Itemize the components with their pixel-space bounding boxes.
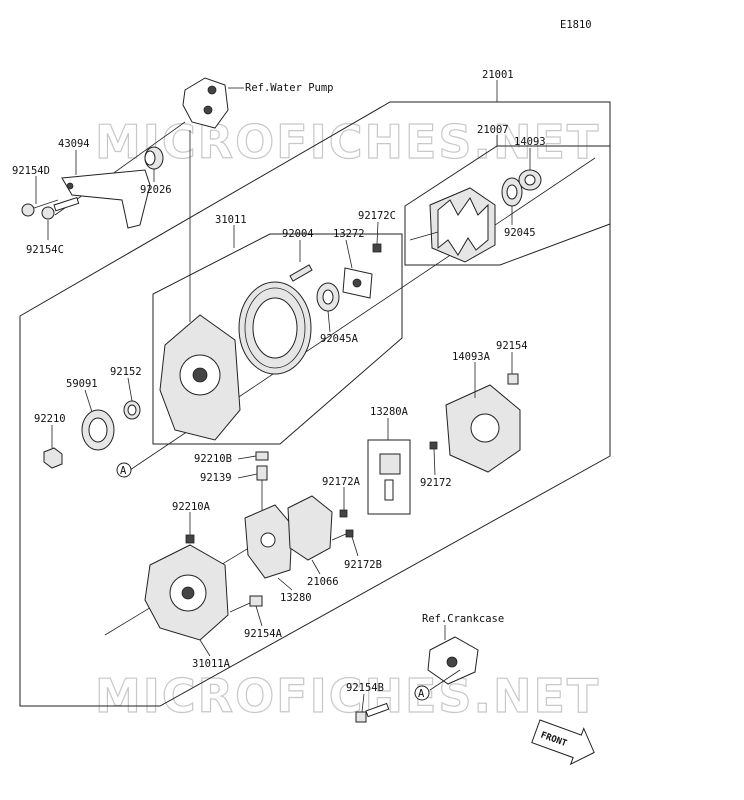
label-92004: 92004 [282, 228, 314, 240]
bracket-43094 [61, 169, 151, 229]
label-31011: 31011 [215, 214, 247, 226]
label-59091: 59091 [66, 378, 98, 390]
front-housing-31011 [159, 314, 241, 441]
diagram-code: E1810 [560, 19, 592, 31]
brush-holder-21066 [287, 495, 333, 561]
collar-92152 [123, 400, 141, 420]
inset-box-13280a [367, 439, 411, 515]
bearing-92045a [316, 282, 340, 312]
stud-92004 [289, 264, 313, 282]
label-92172c: 92172C [358, 210, 396, 222]
label-21001: 21001 [482, 69, 514, 81]
label-21066: 21066 [307, 576, 339, 588]
label-92139: 92139 [200, 472, 232, 484]
bearing-92045 [501, 177, 523, 207]
nut-92210b [255, 451, 269, 461]
label-92210a: 92210A [172, 501, 211, 513]
nut-92210 [43, 447, 63, 469]
label-13272: 13272 [333, 228, 365, 240]
nut-92210a [185, 534, 195, 544]
circle-marker-a-left: A [116, 462, 132, 478]
svg-text:A: A [418, 688, 425, 700]
stator [238, 281, 312, 375]
label-92172a: 92172A [322, 476, 361, 488]
rear-housing-31011a [144, 544, 229, 641]
label-92045: 92045 [504, 227, 536, 239]
watermark-top: MICROFICHES.NET [95, 115, 600, 169]
bolt-92154d [21, 199, 59, 217]
circle-marker-a-bottom: A [414, 685, 430, 701]
assembly-frame-21001 [19, 101, 611, 707]
label-92154a: 92154A [244, 628, 283, 640]
label-43094: 43094 [58, 138, 90, 150]
label-92172b: 92172B [344, 559, 382, 571]
pulley-59091 [81, 409, 115, 451]
bolt-92154b [355, 702, 390, 723]
screw-92172a [339, 509, 348, 518]
leader-marker-crankcase [429, 669, 461, 691]
rectifier-13280 [244, 504, 293, 579]
label-92026: 92026 [140, 184, 172, 196]
label-92154c: 92154C [26, 244, 64, 256]
label-13280a: 13280A [370, 406, 409, 418]
label-14093: 14093 [514, 136, 546, 148]
svg-text:A: A [120, 465, 127, 477]
rear-cover-14093a [445, 384, 521, 473]
screw-92172c [372, 243, 382, 253]
label-14093a: 14093A [452, 351, 491, 363]
insulator-92139 [256, 465, 268, 510]
label-13280: 13280 [280, 592, 312, 604]
label-92154b: 92154B [346, 682, 384, 694]
collar-92026 [144, 146, 164, 170]
bolt-92154c [41, 196, 80, 220]
gasket-13272 [342, 267, 373, 299]
water-pump-ref-part [182, 77, 229, 129]
crankcase-ref-part [427, 636, 479, 685]
bearing-14093 [518, 169, 542, 191]
label-92210: 92210 [34, 413, 66, 425]
part-number-labels: 21001 21007 14093 43094 92154D 92026 921… [12, 69, 546, 694]
label-92154d: 92154D [12, 165, 50, 177]
screw-92172b [331, 529, 354, 541]
front-arrow: FRONT [531, 719, 595, 766]
ref-crankcase-label: Ref.Crankcase [422, 613, 504, 625]
label-21007: 21007 [477, 124, 509, 136]
label-92210b: 92210B [194, 453, 232, 465]
watermark-bottom: MICROFICHES.NET [95, 669, 600, 723]
rotor-21007 [409, 187, 496, 263]
ref-water-pump-label: Ref.Water Pump [245, 82, 334, 94]
label-31011a: 31011A [192, 658, 231, 670]
label-92152: 92152 [110, 366, 142, 378]
label-92172: 92172 [420, 477, 452, 489]
nut-92172 [429, 441, 438, 450]
label-92045a: 92045A [320, 333, 359, 345]
label-92154: 92154 [496, 340, 528, 352]
label-leaders [35, 80, 531, 713]
bolt-92154 [507, 373, 519, 385]
regulator-13280a [379, 453, 401, 501]
housing-frame-31011 [152, 233, 403, 445]
